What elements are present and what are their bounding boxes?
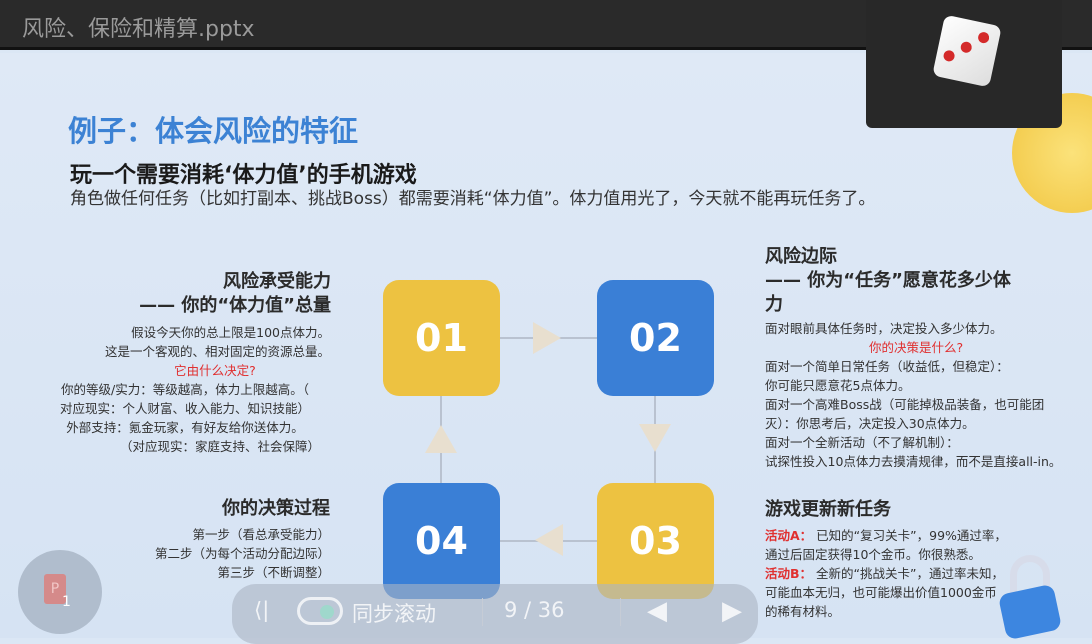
- dice-icon[interactable]: [932, 14, 1002, 88]
- step-line: 第一步（看总承受能力）: [192, 527, 330, 542]
- file-count-badge: 1: [62, 594, 71, 610]
- capacity-title: 风险承受能力: [223, 271, 331, 292]
- ppt-file-icon: P: [44, 574, 66, 604]
- capacity-subtitle: —— 你的“体力值”总量: [139, 295, 331, 316]
- decision-title: 你的决策过程: [222, 498, 330, 519]
- previous-slide-icon[interactable]: ◀: [647, 596, 667, 626]
- text-line: 假设今天你的总上限是100点体力。: [131, 325, 330, 340]
- sync-scroll-toggle[interactable]: [297, 597, 343, 625]
- arrow-up-icon: [425, 425, 457, 453]
- arrow-down-icon: [639, 424, 671, 452]
- activity-b-label: 活动B：: [765, 566, 813, 581]
- step-line: 第二步（为每个活动分配边际）: [154, 546, 330, 561]
- margin-subtitle: —— 你为“任务”愿意花多少体: [765, 270, 1011, 291]
- text-line: 的稀有材料。: [765, 604, 841, 619]
- update-title: 游戏更新新任务: [765, 499, 891, 520]
- step-box-02: 02: [597, 280, 714, 396]
- decision-section: 你的决策过程 第一步（看总承受能力） 第二步（为每个活动分配边际） 第三步（不断…: [80, 497, 330, 582]
- text-line: 可能血本无归，也可能爆出价值1000金币: [765, 585, 997, 600]
- margin-section: 风险边际 —— 你为“任务”愿意花多少体 力 面对眼前具体任务时，决定投入多少体…: [765, 245, 1085, 471]
- page-indicator: 9 / 36: [504, 598, 565, 622]
- text-line: 对应现实：个人财富、收入能力、知识技能）: [59, 401, 310, 416]
- slide-subtitle: 玩一个需要消耗‘体力值’的手机游戏: [70, 163, 417, 188]
- margin-question: 你的决策是什么?: [869, 340, 964, 355]
- slide-toolbar: ⟨| 同步滚动 9 / 36 ◀ ▶: [232, 584, 758, 644]
- text-line: 外部支持：氪金玩家，有好友给你送体力。: [66, 420, 304, 435]
- sync-scroll-label: 同步滚动: [352, 602, 436, 626]
- dice-popup[interactable]: [866, 0, 1062, 128]
- step-box-04: 04: [383, 483, 500, 599]
- capacity-text: 假设今天你的总上限是100点体力。 这是一个客观的、相对固定的资源总量。 它由什…: [40, 323, 330, 456]
- window-title: 风险、保险和精算.pptx: [22, 17, 255, 42]
- text-line: 已知的“复习关卡”，99%通过率，: [812, 528, 1007, 543]
- text-line: 你可能只愿意花5点体力。: [765, 378, 911, 393]
- activity-a-label: 活动A：: [765, 528, 813, 543]
- text-line: 通过后固定获得10个金币。你很熟悉。: [765, 547, 981, 562]
- capacity-section: 风险承受能力 —— 你的“体力值”总量: [11, 270, 331, 318]
- text-line: 试探性投入10点体力去摸清规律，而不是直接all-in。: [765, 454, 1062, 469]
- text-line: 面对一个全新活动（不了解机制）：: [765, 435, 959, 450]
- step-box-03: 03: [597, 483, 714, 599]
- slide-title: 例子：体会风险的特征: [68, 114, 359, 148]
- text-line: 面对一个高难Boss战（可能掉极品装备，也可能团: [765, 397, 1045, 412]
- next-slide-icon[interactable]: ▶: [722, 596, 742, 626]
- update-section: 游戏更新新任务 活动A： 已知的“复习关卡”，99%通过率， 通过后固定获得10…: [765, 498, 1085, 621]
- lock-icon: [997, 555, 1063, 641]
- slide-intro: 角色做任何任务（比如打副本、挑战Boss）都需要消耗“体力值”。体力值用光了，今…: [70, 189, 876, 209]
- text-line: 全新的“挑战关卡”，通过率未知，: [812, 566, 1004, 581]
- text-line: （对应现实：家庭支持、社会保障）: [119, 439, 320, 454]
- collapse-icon[interactable]: ⟨|: [254, 598, 270, 622]
- arrow-right-icon: [533, 322, 561, 354]
- step-line: 第三步（不断调整）: [217, 565, 330, 580]
- text-line: 灭）：你思考后，决定投入30点体力。: [765, 416, 975, 431]
- text-line: 面对一个简单日常任务（收益低，但稳定）：: [765, 359, 1009, 374]
- text-line: 这是一个客观的、相对固定的资源总量。: [104, 344, 330, 359]
- margin-subtitle-cont: 力: [765, 294, 783, 315]
- step-box-01: 01: [383, 280, 500, 396]
- capacity-question: 它由什么决定?: [174, 363, 256, 378]
- margin-title: 风险边际: [765, 246, 837, 267]
- text-line: 面对眼前具体任务时，决定投入多少体力。: [765, 321, 1003, 336]
- ppt-app-bubble[interactable]: P 1: [18, 550, 102, 634]
- arrow-left-icon: [535, 524, 563, 556]
- text-line: 你的等级/实力：等级越高，体力上限越高。（: [61, 382, 309, 397]
